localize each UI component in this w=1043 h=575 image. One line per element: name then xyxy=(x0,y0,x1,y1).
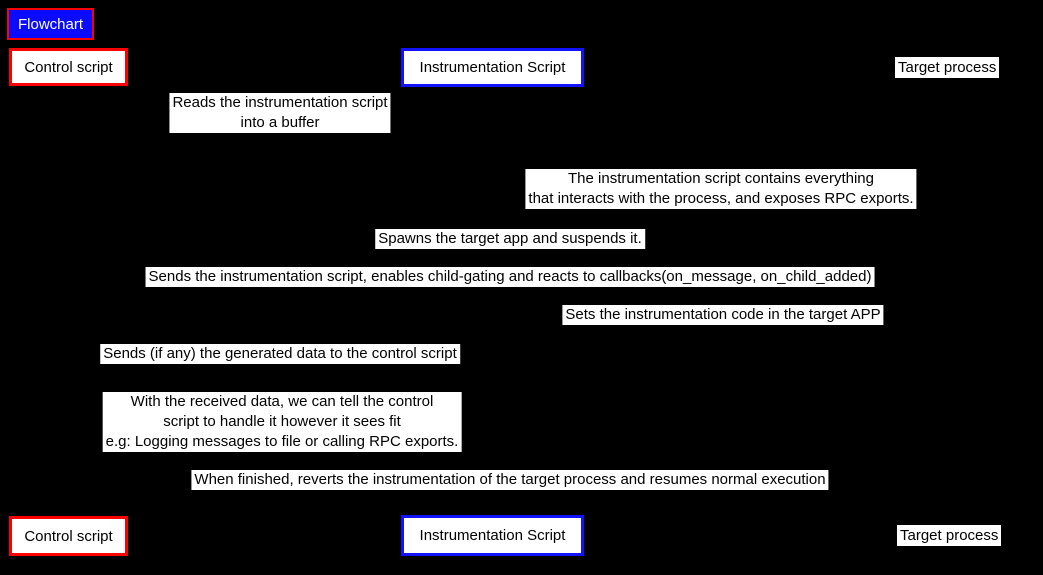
actor-instrumentation-script-top: Instrumentation Script xyxy=(401,48,584,87)
actor-control-script-top: Control script xyxy=(9,48,128,86)
actor-label: Instrumentation Script xyxy=(419,527,566,544)
actor-target-process-top: Target process xyxy=(895,57,1000,78)
message-line: e.g: Logging messages to file or calling… xyxy=(105,433,459,450)
message-line: Spawns the target app and suspends it. xyxy=(378,230,642,247)
actor-instrumentation-script-bottom: Instrumentation Script xyxy=(401,515,584,556)
message-line: Sets the instrumentation code in the tar… xyxy=(565,306,881,323)
message-line: Reads the instrumentation script xyxy=(172,94,388,111)
message-line: The instrumentation script contains ever… xyxy=(568,170,874,187)
message-revert-instrumentation: When finished, reverts the instrumentati… xyxy=(191,470,829,490)
message-line: that interacts with the process, and exp… xyxy=(528,190,914,207)
message-line: script to handle it however it sees fit xyxy=(163,413,401,430)
message-send-generated-data: Sends (if any) the generated data to the… xyxy=(100,344,460,364)
actor-label: Control script xyxy=(24,527,113,545)
note-script-contents: The instrumentation script contains ever… xyxy=(525,169,917,209)
actor-label: Instrumentation Script xyxy=(419,59,566,76)
message-send-instrumentation: Sends the instrumentation script, enable… xyxy=(145,267,875,287)
message-read-script: Reads the instrumentation script into a … xyxy=(169,93,391,133)
message-spawn-target: Spawns the target app and suspends it. xyxy=(375,229,645,249)
diagram-title: Flowchart xyxy=(7,8,95,40)
note-handle-data: With the received data, we can tell the … xyxy=(102,392,462,452)
message-line: When finished, reverts the instrumentati… xyxy=(194,471,826,488)
message-set-code: Sets the instrumentation code in the tar… xyxy=(562,305,884,325)
message-line: Sends the instrumentation script, enable… xyxy=(148,268,872,285)
actor-control-script-bottom: Control script xyxy=(9,516,128,556)
message-line: Sends (if any) the generated data to the… xyxy=(103,345,457,362)
message-line: into a buffer xyxy=(240,114,320,131)
actor-target-process-bottom: Target process xyxy=(897,525,1002,546)
actor-label: Control script xyxy=(24,58,113,76)
message-line: With the received data, we can tell the … xyxy=(130,393,434,410)
